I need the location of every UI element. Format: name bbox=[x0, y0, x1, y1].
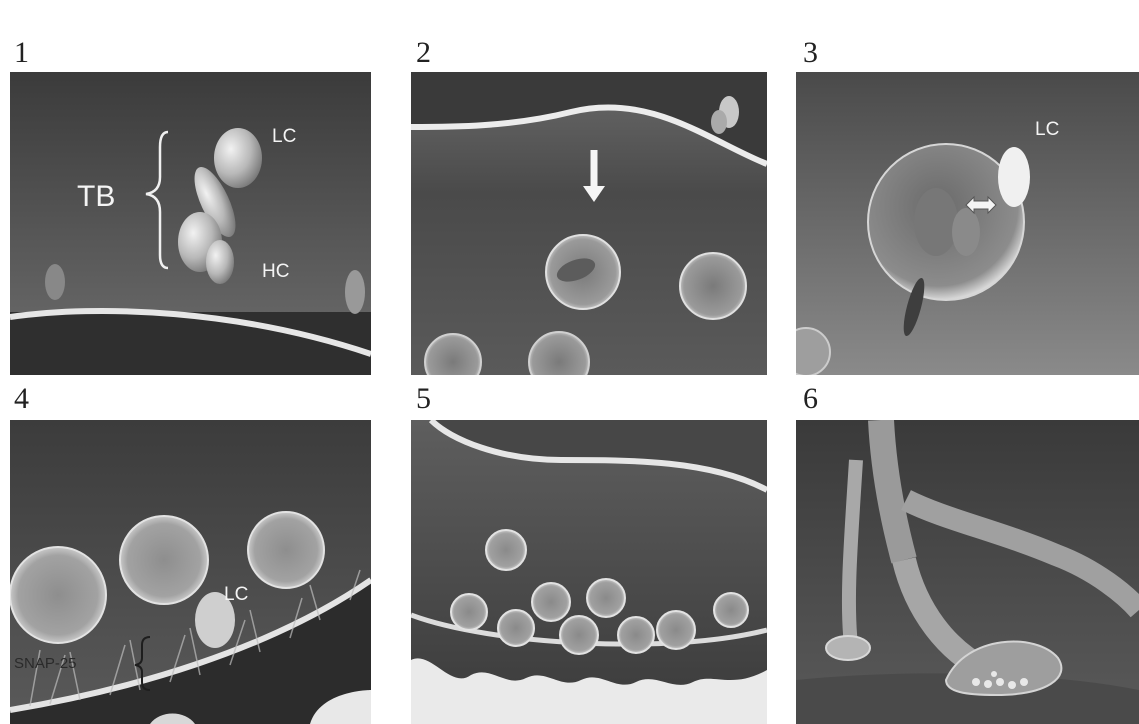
tb-label: TB bbox=[77, 182, 115, 212]
panel-number-1: 1 bbox=[14, 38, 29, 68]
panel-number-6: 6 bbox=[803, 384, 818, 414]
lc-label: LC bbox=[1035, 120, 1059, 139]
panel-2-illustration bbox=[411, 72, 767, 375]
panel-2-internalization bbox=[411, 72, 767, 375]
panel-number-3: 3 bbox=[803, 38, 818, 68]
panel-number-4: 4 bbox=[14, 384, 29, 414]
panel-6-illustration bbox=[796, 420, 1139, 724]
panel-5-illustration bbox=[411, 420, 767, 724]
panel-number-5: 5 bbox=[416, 384, 431, 414]
panel-6-sprouting bbox=[796, 420, 1139, 724]
light-chain-domain bbox=[214, 128, 262, 188]
panel-number-2: 2 bbox=[416, 38, 431, 68]
light-chain-domain bbox=[998, 147, 1030, 207]
panel-1-illustration bbox=[10, 72, 371, 375]
hc-label: HC bbox=[262, 262, 289, 281]
panel-4-snap25-cleavage: LC SNAP-25 bbox=[10, 420, 371, 724]
panel-5-release-blocked bbox=[411, 420, 767, 724]
panel-3-translocation: LC bbox=[796, 72, 1139, 375]
synaptic-vesicle bbox=[10, 547, 106, 643]
sprout-terminal bbox=[826, 636, 870, 660]
lc-label: LC bbox=[272, 127, 296, 146]
panel-4-illustration bbox=[10, 420, 371, 724]
snap25-label: SNAP-25 bbox=[14, 656, 77, 671]
lc-label: LC bbox=[224, 585, 248, 604]
panel-3-illustration bbox=[796, 72, 1139, 375]
panel-1-toxin-binding: TB LC HC bbox=[10, 72, 371, 375]
